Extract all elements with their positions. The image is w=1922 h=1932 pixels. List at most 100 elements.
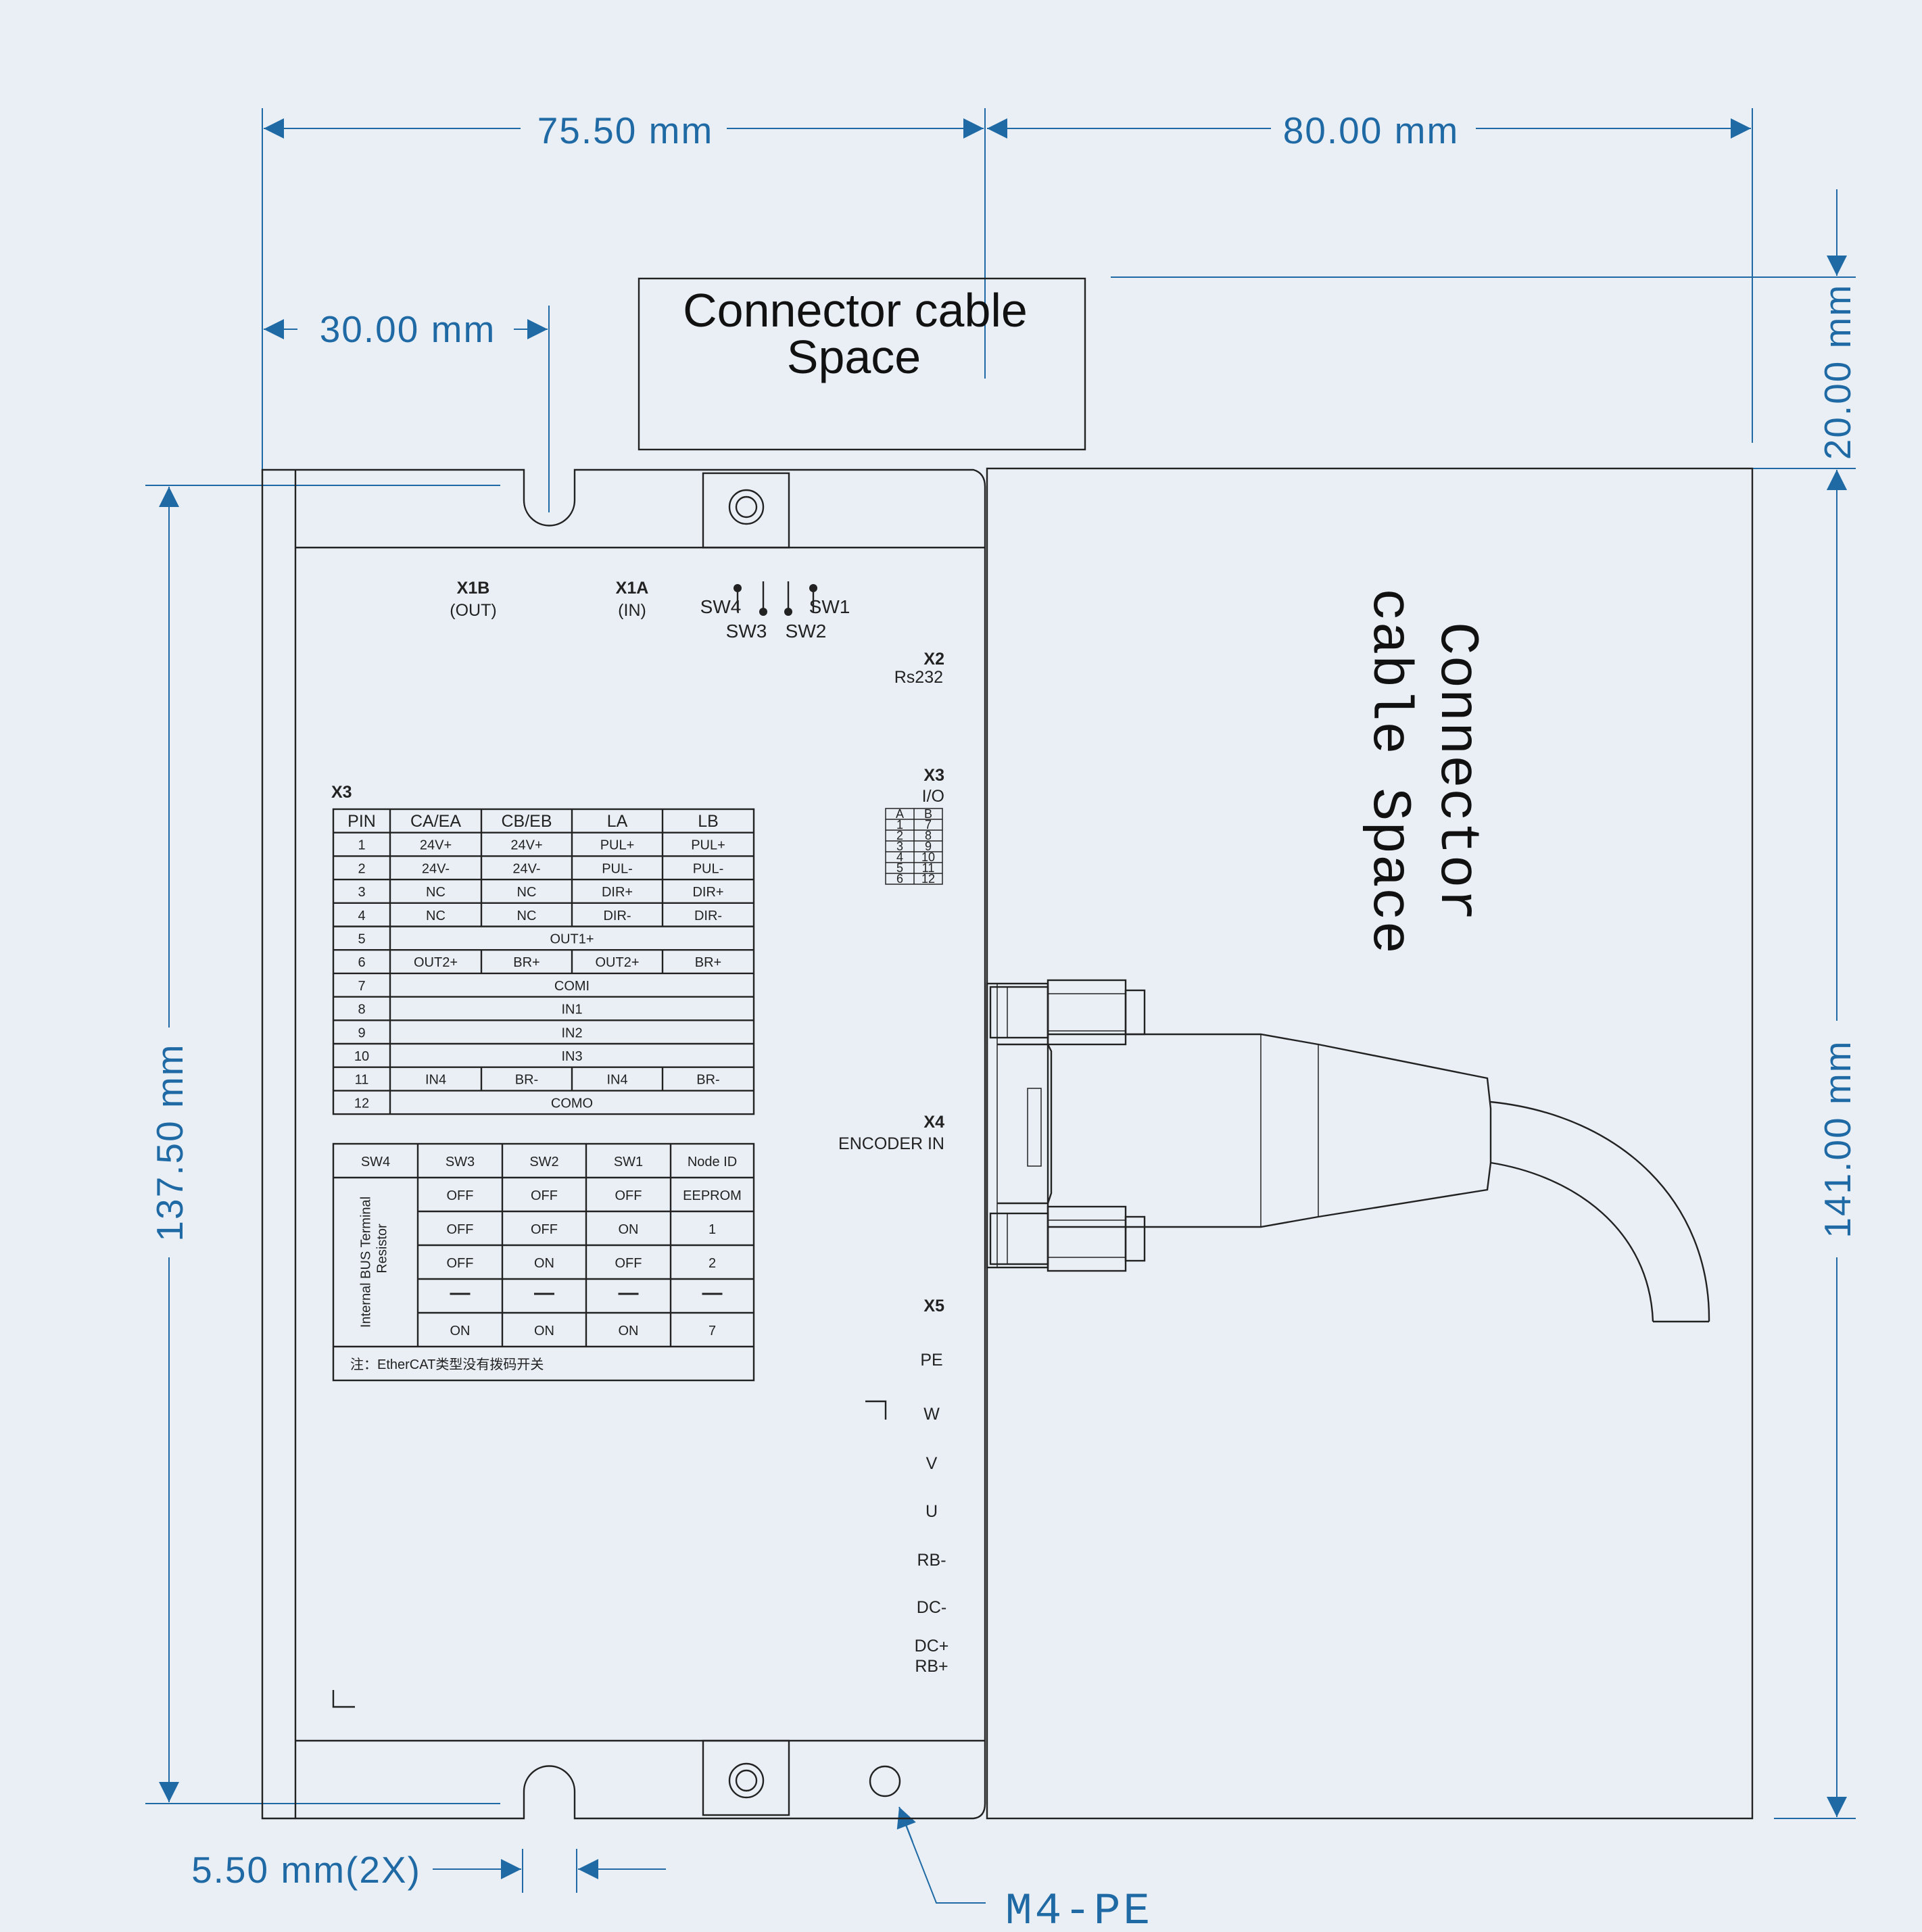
sw-value-cell: 2 [708, 1256, 716, 1271]
x3-signal-cell: IN2 [561, 1025, 582, 1040]
sw-value-cell: OFF [447, 1188, 474, 1203]
x5-pin-label: DC+ [915, 1637, 949, 1656]
dim-width-left: 75.50 mm [537, 110, 714, 151]
encoder-plug-icon [986, 979, 1710, 1323]
x3-signal-cell: NC [517, 885, 537, 900]
sw4-note-line2: Resistor [375, 1224, 390, 1274]
io-cell-b: 10 [921, 850, 935, 864]
x3-pin-number: 10 [354, 1049, 369, 1064]
switch-sw3: SW3 [726, 621, 767, 642]
x3-signal-cell: PUL- [693, 861, 724, 876]
x3-pin-number: 12 [354, 1096, 369, 1111]
x3-signal-cell: BR+ [513, 955, 539, 970]
x3-signal-cell: DIR- [694, 909, 722, 923]
x3-signal-cell: NC [426, 885, 446, 900]
x3-signal-cell: IN1 [561, 1003, 582, 1017]
x3-pin-number: 9 [358, 1025, 365, 1040]
sw-value-cell: ON [534, 1324, 554, 1338]
sw-value-cell: ON [619, 1222, 639, 1237]
sw-value-cell: — [702, 1282, 723, 1304]
ground-screw-hole [869, 1765, 901, 1797]
dimension-labels: 75.50 mm 80.00 mm 30.00 mm 137.50 mm 141… [149, 110, 1858, 1932]
x3-pin-number: 11 [355, 1073, 369, 1088]
port-x1b: X1B [457, 579, 490, 598]
x5-pin-label: DC- [917, 1598, 946, 1617]
x5-pin-label: W [923, 1405, 940, 1424]
dip-switch-icon [734, 581, 817, 616]
x3-signal-cell: BR- [515, 1073, 538, 1088]
x3-pin-number: 5 [358, 932, 365, 947]
switch-sw2: SW2 [786, 621, 827, 642]
sw-value-cell: OFF [447, 1256, 474, 1271]
x3-signal-cell: 24V- [512, 861, 540, 876]
x3-header-cell: LA [607, 812, 628, 831]
x3-signal-cell: BR+ [695, 955, 721, 970]
io-cell-b: 11 [922, 861, 935, 875]
io-cell-a: 6 [896, 872, 903, 886]
x3-signal-cell: DIR+ [602, 885, 633, 900]
x3-signal-cell: COMO [551, 1096, 593, 1111]
x3-pin-number: 2 [358, 861, 365, 876]
io-cell-a: A [896, 807, 904, 821]
x3-header-cell: PIN [347, 812, 376, 831]
x3-header-cell: CA/EA [410, 812, 461, 831]
port-x4-sub: ENCODER IN [838, 1134, 944, 1153]
dimension-lines [145, 108, 1856, 1904]
sw-value-cell: — [619, 1282, 639, 1304]
sw-value-cell: OFF [531, 1188, 558, 1203]
sw-value-cell: OFF [615, 1256, 642, 1271]
sw4-note-line1: Internal BUS Terminal [359, 1197, 374, 1328]
sw-value-cell: OFF [447, 1222, 474, 1237]
sw-header-cell: SW4 [361, 1155, 390, 1169]
connector-space-side-line2: cable Space [1358, 588, 1420, 954]
x5-pin-label: RB+ [915, 1657, 948, 1676]
x3-signal-cell: IN4 [425, 1073, 446, 1088]
ground-screw-label: M4-PE [1005, 1886, 1153, 1932]
x3-signal-cell: PUL+ [691, 838, 725, 853]
x3-pin-number: 6 [358, 955, 365, 970]
sw-value-cell: 7 [708, 1324, 716, 1338]
io-cell-b: 8 [925, 829, 932, 842]
sw-value-cell: 1 [708, 1222, 716, 1237]
x3-signal-cell: BR- [696, 1073, 719, 1088]
io-cell-a: 5 [896, 861, 903, 875]
x5-pin-label: V [926, 1454, 938, 1473]
port-x5: X5 [923, 1297, 944, 1315]
x3-signal-cell: NC [426, 909, 446, 923]
sw-value-cell: OFF [615, 1188, 642, 1203]
x3-pin-number: 8 [358, 1003, 365, 1017]
x3-signal-cell: NC [517, 909, 537, 923]
sw-value-cell: OFF [531, 1222, 558, 1237]
x3-signal-cell: 24V- [422, 861, 450, 876]
port-labels: X1B (OUT) X1A (IN) SW4 SW3 SW2 SW1 X2 Rs… [450, 579, 948, 1676]
port-x1b-sub: (OUT) [450, 601, 496, 620]
x3-signal-cell: 24V+ [510, 838, 542, 853]
drive-housing [261, 468, 986, 1820]
io-cell-a: 1 [896, 818, 903, 831]
x5-pin-label: U [926, 1502, 938, 1521]
x3-table-title: X3 [331, 783, 352, 802]
x3-signal-cell: COMI [554, 979, 590, 994]
x3-signal-cell: IN3 [561, 1049, 582, 1064]
switch-sw4: SW4 [700, 596, 742, 617]
x3-signal-cell: OUT1+ [550, 932, 594, 947]
sw-header-cell: SW2 [529, 1155, 558, 1169]
port-x4: X4 [923, 1113, 944, 1132]
sw-value-cell: EEPROM [683, 1188, 742, 1203]
connector-space-top-line2: Space [787, 331, 921, 383]
sw-header-cell: SW3 [446, 1155, 475, 1169]
x3-signal-cell: OUT2+ [414, 955, 458, 970]
dim-mount-offset: 30.00 mm [320, 308, 496, 350]
dim-slot-width: 5.50 mm(2X) [191, 1849, 421, 1891]
x3-pin-number: 3 [358, 885, 365, 900]
x3-signal-cell: IN4 [606, 1073, 627, 1088]
dim-width-right: 80.00 mm [1283, 110, 1460, 151]
sw-header-cell: SW1 [614, 1155, 643, 1169]
x5-pin-label: PE [920, 1351, 942, 1370]
port-x3-sub: I/O [922, 787, 944, 806]
sw-value-cell: — [450, 1282, 471, 1304]
